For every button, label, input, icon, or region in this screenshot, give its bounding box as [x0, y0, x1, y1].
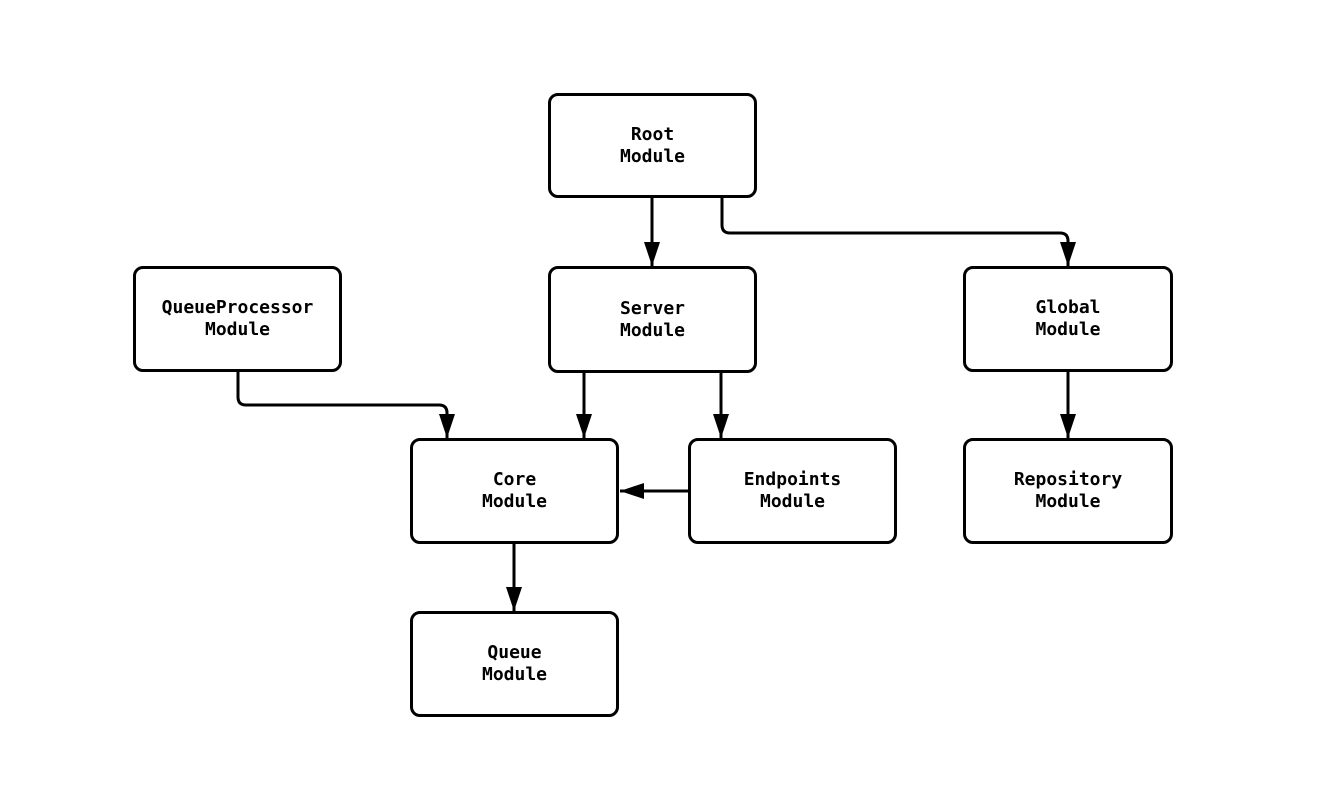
node-global-module-label-line2: Module: [1035, 319, 1101, 340]
node-queueprocessor-module-label-line2: Module: [204, 319, 271, 340]
node-core-module-label-line1: Core: [492, 469, 537, 490]
node-queue-module-label-line1: Queue: [487, 642, 542, 663]
node-core-module: Core Module: [410, 438, 619, 544]
node-root-module-label-line2: Module: [619, 145, 686, 167]
node-queue-module: Queue Module: [410, 611, 619, 717]
edge-root-to-global: [720, 198, 1076, 266]
node-root-module: Root Module: [548, 93, 757, 198]
node-endpoints-module: Endpoints Module: [688, 438, 897, 544]
node-queueprocessor-module-label-line1: QueueProcessor: [161, 297, 314, 318]
node-server-module-label-line1: Server: [619, 297, 686, 319]
node-global-module-label-line1: Global: [1035, 297, 1101, 318]
node-repository-module-label-line2: Module: [1035, 491, 1101, 512]
node-server-module: Server Module: [548, 266, 757, 373]
node-endpoints-module-label-line2: Module: [759, 491, 826, 512]
node-core-module-label-line2: Module: [481, 491, 548, 512]
node-root-module-label-line1: Root: [630, 123, 675, 145]
node-repository-module-label-line1: Repository: [1013, 469, 1123, 490]
node-global-module: Global Module: [963, 266, 1173, 372]
node-repository-module: Repository Module: [963, 438, 1173, 544]
edge-queueprocessor-to-core: [236, 372, 455, 438]
node-endpoints-module-label-line1: Endpoints: [743, 469, 842, 490]
node-server-module-label-line2: Module: [619, 319, 686, 341]
node-queue-module-label-line2: Module: [481, 664, 548, 685]
node-queueprocessor-module: QueueProcessor Module: [133, 266, 342, 372]
